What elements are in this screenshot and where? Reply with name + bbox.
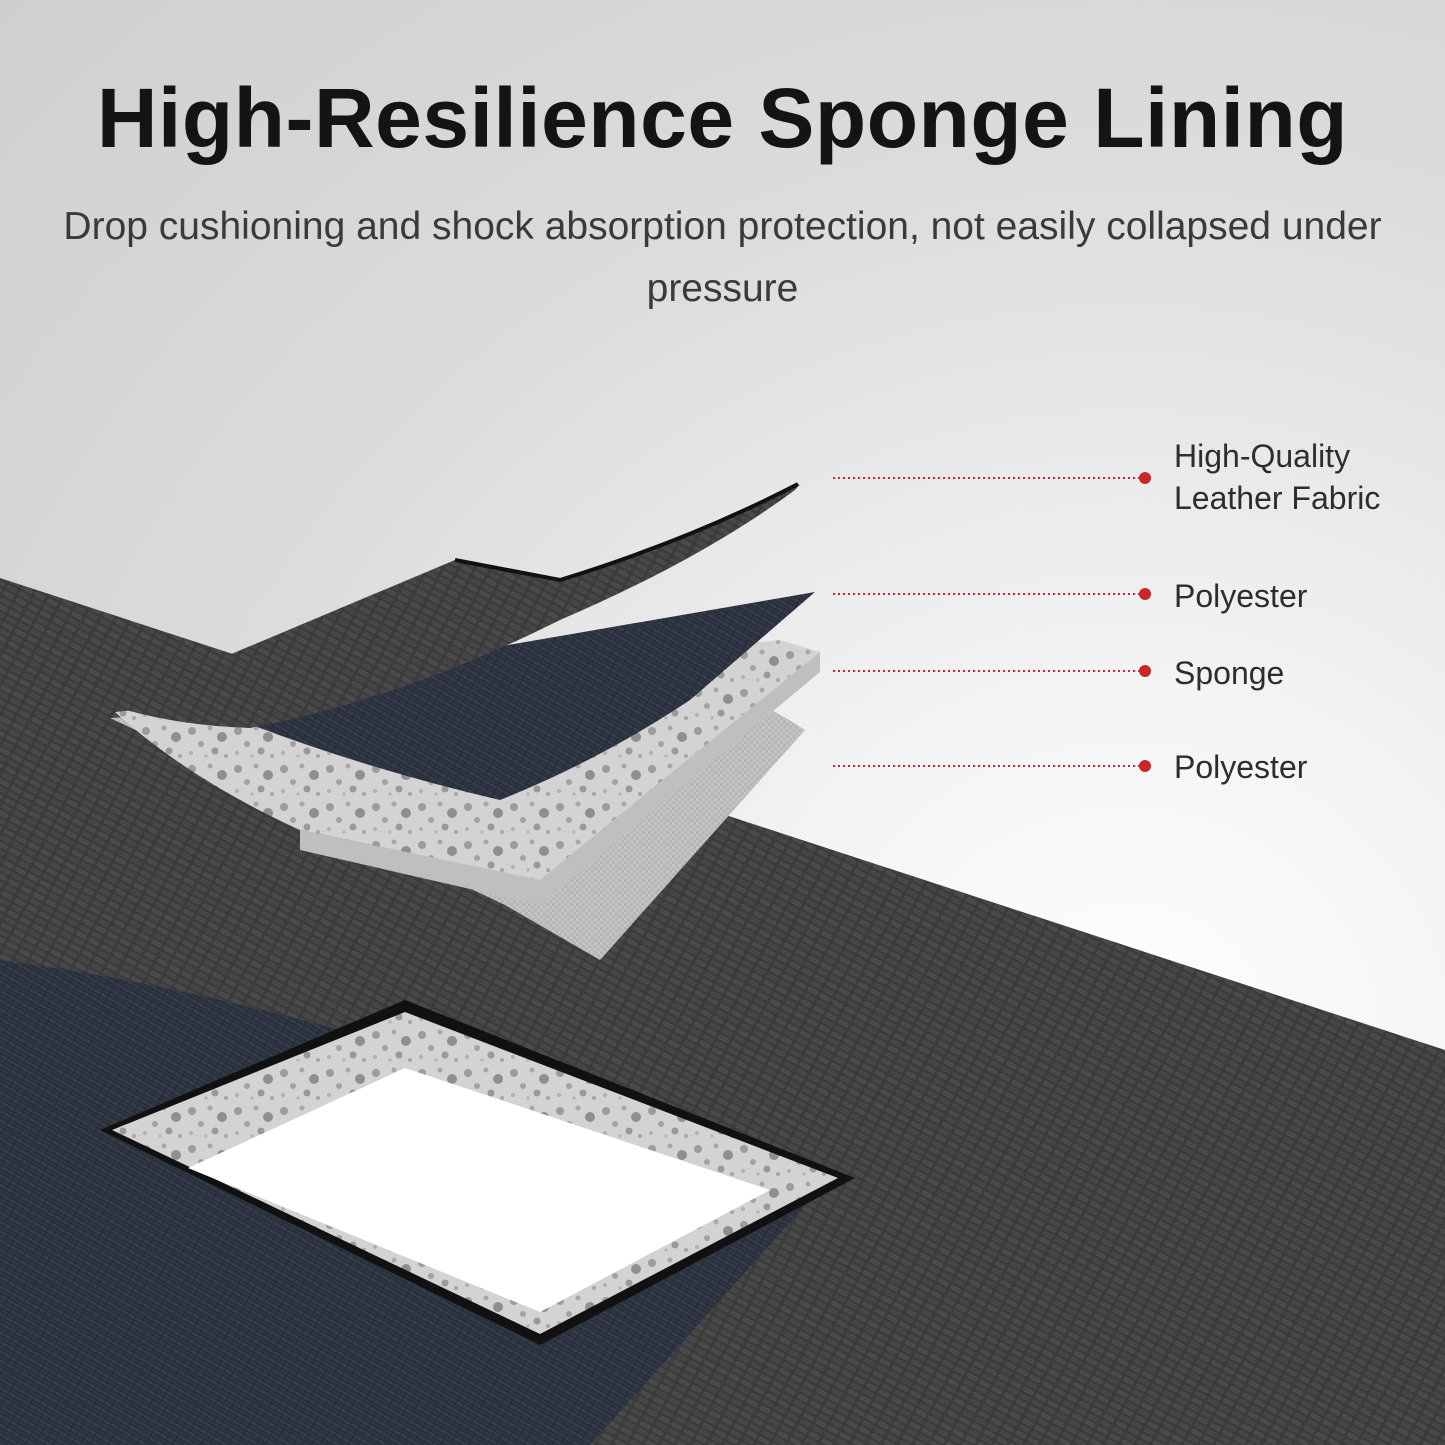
- callout-label-polyester-bottom: Polyester: [1174, 749, 1308, 785]
- layer-leather: [110, 484, 800, 728]
- cutout-opening: [188, 1068, 770, 1312]
- callout-label-leather-fabric: High-Quality Leather Fabric: [1174, 438, 1381, 516]
- page-title: High-Resilience Sponge Lining: [96, 71, 1349, 165]
- callout-label-polyester-top: Polyester: [1174, 578, 1308, 614]
- page-subtitle: Drop cushioning and shock absorption pro…: [63, 205, 1382, 310]
- layer-polyester-top: [190, 592, 815, 800]
- callout-label-sponge: Sponge: [1174, 655, 1285, 691]
- leader-dot-leather: [1139, 472, 1151, 484]
- layer-leather-top-edge: [454, 482, 799, 583]
- leader-dot-polyester-bottom: [1139, 760, 1151, 772]
- leader-dot-sponge: [1139, 665, 1151, 677]
- leader-dot-polyester-top: [1139, 588, 1151, 600]
- callout-leaders: [833, 472, 1151, 772]
